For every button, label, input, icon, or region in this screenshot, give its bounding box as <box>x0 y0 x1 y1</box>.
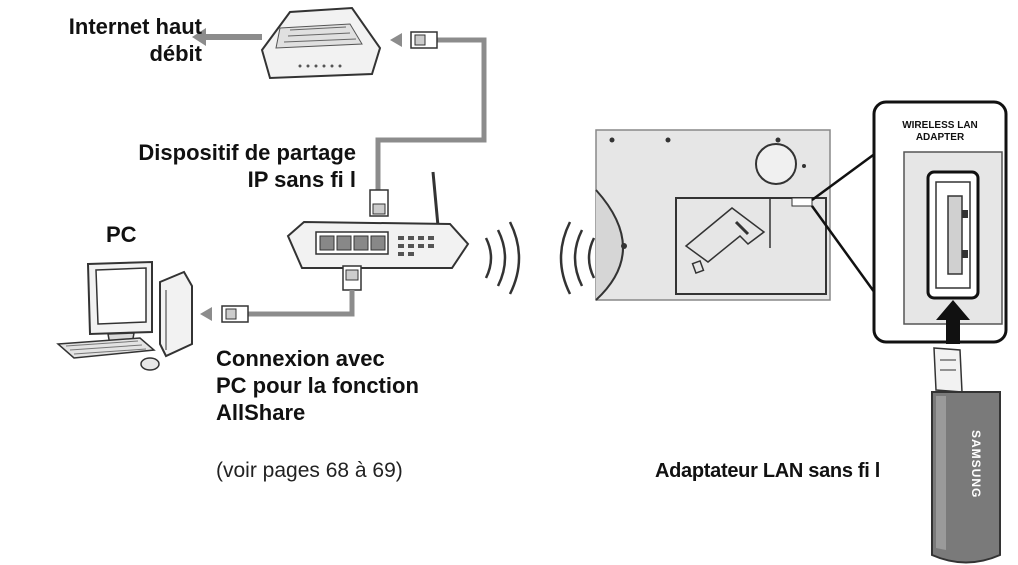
router-pc-cable <box>200 265 362 323</box>
connection-label: Connexion avec PC pour la fonction AllSh… <box>216 346 419 426</box>
internet-label: Internet haut débit <box>6 14 202 68</box>
router-icon <box>286 171 470 269</box>
sharing-device-label-line2: IP sans fi l <box>247 166 356 192</box>
callout-lines <box>810 148 882 301</box>
internet-label-line2: débit <box>149 40 202 66</box>
pc-icon <box>56 260 193 371</box>
modem-router-cable <box>369 31 487 217</box>
pages-reference: (voir pages 68 à 69) <box>216 459 403 482</box>
usb-dongle-icon <box>931 347 1001 564</box>
internet-arrow <box>192 28 262 46</box>
port-panel-title-line2: ADAPTER <box>915 132 965 143</box>
adapter-label: Adaptateur LAN sans fi l <box>655 460 881 482</box>
usb-port-icon <box>926 170 980 300</box>
sharing-device-label: Dispositif de partage IP sans fi l <box>40 140 356 194</box>
wireless-signal-icon <box>484 221 596 295</box>
insert-arrow-icon <box>936 300 970 344</box>
port-panel-title: WIRELESS LAN ADAPTER <box>878 120 1002 144</box>
pc-label: PC <box>106 222 137 247</box>
connection-label-line2: PC pour la fonction <box>216 372 419 398</box>
dongle-brand-text: SAMSUNG <box>969 430 983 499</box>
internet-label-line1: Internet haut <box>68 14 202 39</box>
port-panel-title-line1: WIRELESS LAN <box>902 120 978 131</box>
connection-label-line3: AllShare <box>216 399 306 425</box>
tv-back-panel <box>595 129 831 301</box>
modem-icon <box>260 6 382 80</box>
sharing-device-label-line1: Dispositif de partage <box>138 140 356 165</box>
connection-label-line1: Connexion avec <box>216 346 385 371</box>
